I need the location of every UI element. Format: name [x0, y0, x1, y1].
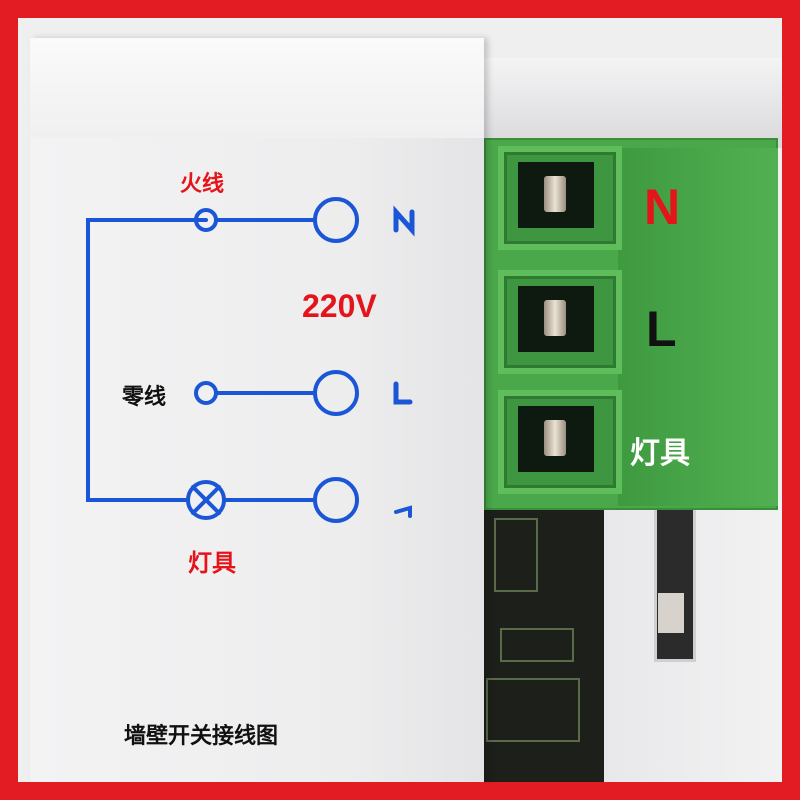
switch-front-panel: 火线 220V 零线 灯具 墙壁开关接线图: [30, 38, 484, 782]
terminal-label-l: L: [646, 301, 677, 357]
terminal-label-n: N: [644, 179, 681, 235]
live-label: 火线: [180, 172, 225, 197]
terminal-screw-l: [498, 270, 622, 374]
terminal-block-face: [618, 148, 778, 506]
terminal-circle-lamp: [313, 477, 359, 523]
switch-housing-top: [468, 58, 782, 148]
terminal-circle-l: [313, 370, 359, 416]
mark-n: [393, 205, 415, 237]
neutral-node: [194, 381, 218, 405]
panel-top-ledge: [30, 38, 484, 138]
terminal-circle-n: [313, 197, 359, 243]
switch-slot-lever: [658, 593, 684, 633]
wiring-diagram: [86, 197, 415, 523]
circuit-board: [476, 498, 604, 782]
voltage-label: 220V: [302, 288, 377, 324]
terminal-screw-n: [498, 146, 622, 250]
neutral-label: 零线: [122, 385, 167, 410]
switch-slot: [654, 506, 696, 662]
mark-1: [394, 505, 412, 518]
mark-l: [393, 381, 413, 405]
terminal-label-lamp: 灯具: [630, 436, 690, 471]
photo: N L 灯具: [18, 18, 782, 782]
diagram-wire-loop: [86, 218, 208, 502]
terminal-screw-lamp: [498, 390, 622, 494]
diagram-caption: 墙壁开关接线图: [124, 724, 279, 749]
lamp-label: 灯具: [188, 549, 236, 577]
